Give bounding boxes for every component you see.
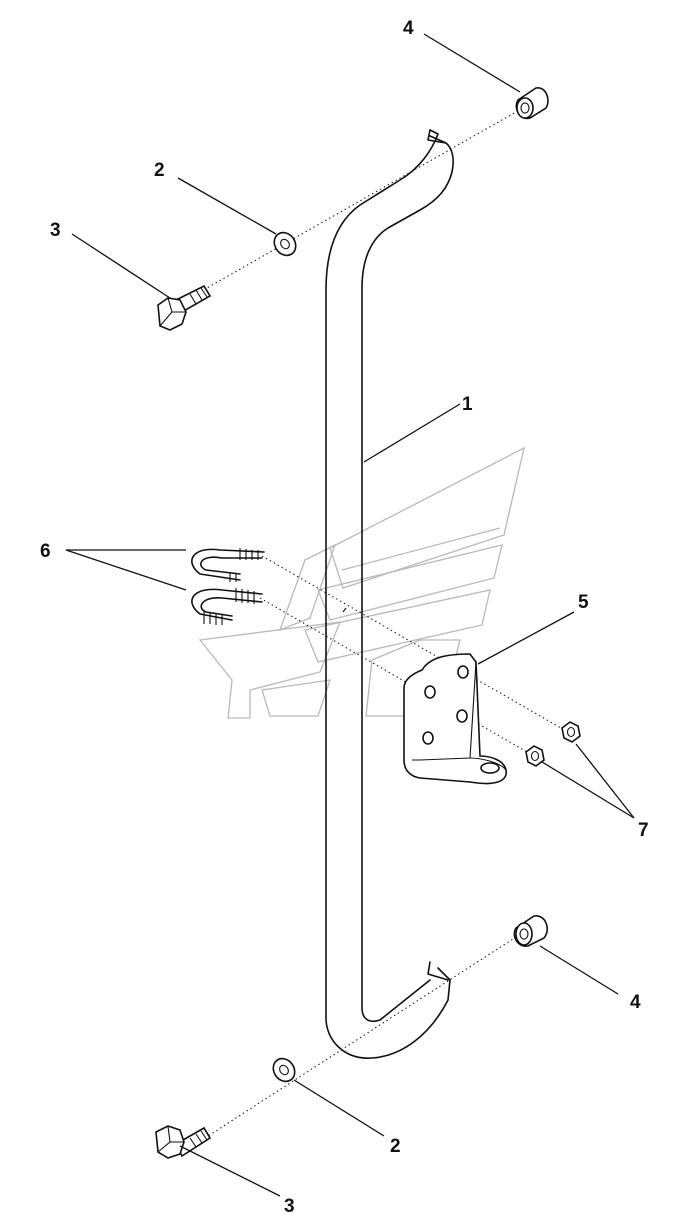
callout-5: 5: [578, 592, 589, 613]
u-bolt-lower: [191, 588, 263, 625]
washer-bottom: [272, 1057, 296, 1083]
spacer-bushing-bottom: [513, 915, 548, 947]
callout-4-top: 4: [403, 18, 414, 39]
washer-top: [273, 231, 297, 257]
callout-6: 6: [40, 541, 51, 562]
callout-labels: 1 2 3 4 5 6 7 4 2 3: [40, 18, 649, 1217]
callout-3-bottom: 3: [284, 1196, 295, 1217]
callout-4-bottom: 4: [630, 992, 641, 1013]
hex-nut-upper: [561, 721, 581, 743]
u-bolt-upper: [191, 548, 265, 582]
hex-bolt-top: [157, 284, 212, 331]
callout-1: 1: [462, 394, 473, 415]
callout-3-top: 3: [50, 220, 61, 241]
callout-2-top: 2: [154, 160, 165, 181]
hex-nut-lower: [525, 745, 545, 767]
callout-7: 7: [638, 820, 649, 841]
mounting-bracket: [403, 653, 507, 785]
assembly-lines: [199, 103, 569, 1139]
watermark-logo: [198, 446, 525, 719]
grab-handle-rail: [325, 129, 454, 1059]
hex-bolt-bottom: [155, 1125, 212, 1159]
callout-2-bottom: 2: [390, 1136, 401, 1157]
spacer-bushing-top: [515, 87, 549, 120]
leader-lines: [65, 33, 635, 1197]
